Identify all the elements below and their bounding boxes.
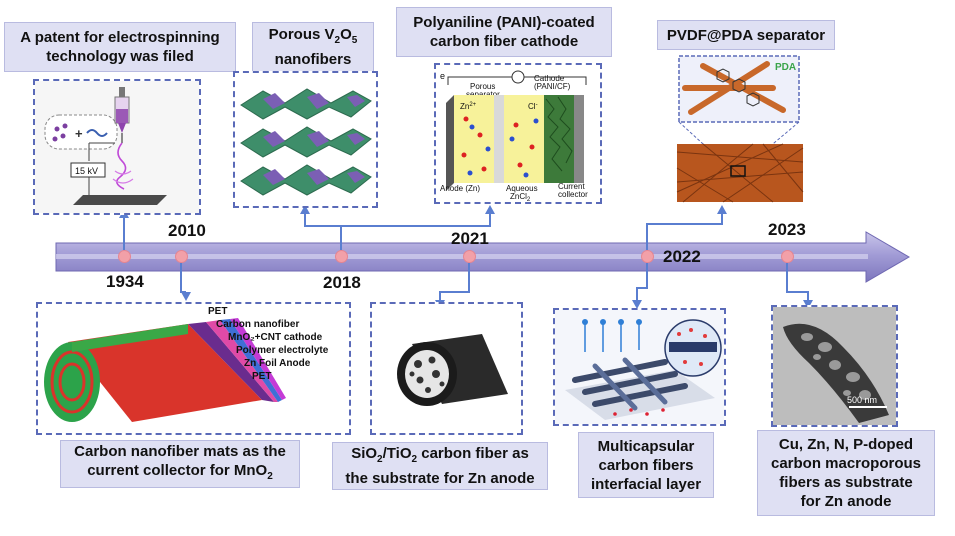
- v2o5-sub-1: 2: [334, 35, 341, 46]
- dot-2021: [463, 250, 476, 263]
- roll-layer-1: PET: [208, 306, 227, 317]
- sio2-text-a: SiO: [351, 445, 378, 462]
- pda-label: PDA: [775, 62, 796, 73]
- electrospinning-illustration: + 15 kV: [35, 81, 199, 213]
- cu-line-3: fibers as substrate: [779, 474, 913, 491]
- cu-line-2: carbon macroporous: [770, 455, 922, 472]
- roll-layer-5: Zn Foil Anode: [244, 358, 311, 369]
- year-2018: 2018: [323, 273, 361, 292]
- separator-label-1: Porous: [470, 82, 495, 91]
- frame-pvdf-pda: PDA: [663, 52, 815, 206]
- frame-electrospinning: + 15 kV: [33, 79, 201, 215]
- dot-1934: [118, 250, 131, 263]
- dot-2010: [175, 250, 188, 263]
- v2o5-text-a: Porous V: [268, 26, 335, 43]
- scale-bar-label: 500 nm: [847, 395, 877, 405]
- sio2-line-2: the substrate for Zn anode: [345, 470, 535, 487]
- anode-label: Anode (Zn): [440, 184, 480, 193]
- sio2-tio2-fiber-illustration: [397, 334, 508, 406]
- v2o5-line-1: Porous V2O5: [269, 25, 358, 50]
- zn-ion-charge: 2+: [469, 102, 476, 108]
- zn-ion-label: Zn2+: [460, 102, 477, 111]
- cnf-line-2-sub: 2: [267, 471, 273, 482]
- v2o5-line-2: nanofibers: [274, 51, 352, 68]
- collector-label-1: Current: [558, 182, 585, 191]
- svg-text:+: +: [75, 126, 83, 141]
- dot-2018: [335, 250, 348, 263]
- frame-tem-image: 500 nm: [771, 305, 898, 427]
- multicapsular-illustration: [555, 310, 724, 424]
- year-1934: 1934: [106, 272, 144, 291]
- cathode-label-1: Cathode: [534, 74, 565, 83]
- v2o5-text-b: O: [340, 26, 352, 43]
- year-2010: 2010: [168, 221, 206, 240]
- separator-label-2: separator: [466, 90, 500, 99]
- roll-layer-3: MnO₂+CNT cathode: [228, 332, 323, 343]
- roll-layer-6: PET: [252, 371, 271, 382]
- cu-line-1: Cu, Zn, N, P-doped: [778, 436, 914, 453]
- label-pani-cathode: Polyaniline (PANI)-coated carbon fiber c…: [396, 7, 612, 57]
- multi-line-2: carbon fibers: [598, 456, 694, 474]
- patent-line-1: A patent for electrospinning: [20, 29, 220, 46]
- label-electrospinning-patent: A patent for electrospinning technology …: [4, 22, 236, 72]
- pvdf-pda-illustration: PDA: [676, 55, 804, 203]
- patent-line-2: technology was filed: [46, 48, 194, 65]
- cnf-line-2-text: current collector for MnO: [87, 462, 268, 479]
- multi-line-1: Multicapsular: [597, 437, 695, 455]
- label-cu-zn-doped: Cu, Zn, N, P-doped carbon macroporous fi…: [757, 430, 935, 516]
- pvdf-text: PVDF@PDA separator: [666, 26, 826, 44]
- sio2-sub-1: 2: [377, 454, 383, 465]
- cu-line-4: for Zn anode: [800, 493, 892, 510]
- pani-battery-illustration: e Porous separator Cathode (PANI/CF) Zn2…: [436, 65, 600, 202]
- aqueous-text: ZnCl: [510, 192, 527, 201]
- roll-layer-4: Polymer electrolyte: [236, 345, 329, 356]
- cl-ion-charge: -: [536, 102, 538, 108]
- year-2022: 2022: [663, 247, 701, 266]
- v2o5-sub-2: 5: [351, 35, 358, 46]
- cnf-line-1: Carbon nanofiber mats as the: [74, 443, 286, 460]
- cathode-label-2: (PANI/CF): [534, 82, 571, 91]
- label-sio2-tio2: SiO2/TiO2 carbon fiber as the substrate …: [332, 442, 548, 490]
- sio2-text-b: /TiO: [382, 445, 412, 462]
- collector-label-2: collector: [558, 190, 588, 199]
- label-porous-v2o5: Porous V2O5 nanofibers: [252, 22, 374, 72]
- voltage-label: 15 kV: [75, 166, 98, 176]
- aqueous-label-1: Aqueous: [506, 184, 538, 193]
- dot-2022: [641, 250, 654, 263]
- sio2-sub-2: 2: [411, 454, 418, 465]
- zn-ion-text: Zn: [460, 102, 469, 111]
- cnf-roll-illustration: PET Carbon nanofiber MnO₂+CNT cathode Po…: [44, 306, 329, 422]
- label-multicapsular: Multicapsular carbon fibers interfacial …: [578, 432, 714, 498]
- sio2-line-1: SiO2/TiO2 carbon fiber as: [351, 444, 529, 469]
- tem-micrograph: 500 nm: [773, 307, 896, 425]
- sio2-text-c: carbon fiber as: [417, 445, 529, 462]
- pani-line-2: carbon fiber cathode: [429, 33, 579, 50]
- aqueous-label-2: ZnCl2: [510, 192, 531, 202]
- dot-2023: [781, 250, 794, 263]
- v2o5-nanofiber-illustration: [240, 88, 372, 196]
- frame-v2o5: [233, 71, 378, 208]
- multi-line-3: interfacial layer: [590, 475, 702, 493]
- electron-label: e: [440, 71, 445, 81]
- aqueous-sub: 2: [527, 197, 531, 202]
- year-2023: 2023: [768, 220, 806, 239]
- pani-line-1: Polyaniline (PANI)-coated: [413, 14, 595, 31]
- cl-ion-text: Cl: [528, 102, 536, 111]
- cl-ion-label: Cl-: [528, 102, 538, 111]
- frame-pani-battery: e Porous separator Cathode (PANI/CF) Zn2…: [434, 63, 602, 204]
- label-pvdf-pda: PVDF@PDA separator: [657, 20, 835, 50]
- frame-multicapsular: [553, 308, 726, 426]
- label-carbon-nanofiber-mats: Carbon nanofiber mats as the current col…: [60, 440, 300, 488]
- roll-layer-2: Carbon nanofiber: [216, 319, 299, 330]
- frame-cnf-roll: PET Carbon nanofiber MnO₂+CNT cathode Po…: [36, 302, 351, 435]
- year-2021: 2021: [451, 229, 489, 248]
- cnf-line-2: current collector for MnO2: [87, 461, 273, 486]
- frame-sio2-tio2-fiber: [370, 302, 523, 435]
